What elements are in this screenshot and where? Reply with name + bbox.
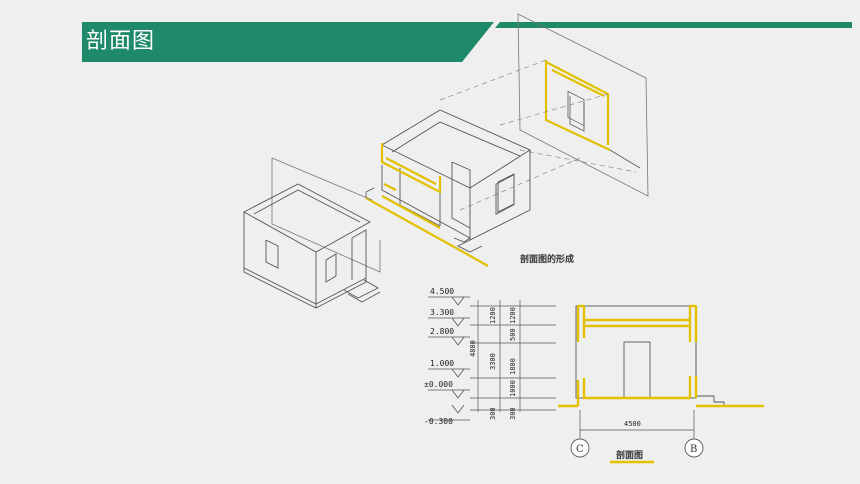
svg-text:±0.000: ±0.000: [424, 380, 453, 389]
section-plane-profile: [544, 60, 611, 151]
page-title: 剖面图: [86, 29, 156, 54]
axis-b-bubble: [684, 438, 704, 458]
svg-text:3.300: 3.300: [430, 308, 454, 317]
level-labels: 4.500 3.300 2.800 1.000 ±0.000 -0.300: [424, 287, 454, 426]
dimension-values: 4800 1200 3300 300 1200 500 1800 1000 30…: [469, 307, 517, 420]
svg-text:4800: 4800: [469, 340, 477, 357]
svg-text:1.000: 1.000: [430, 359, 454, 368]
cut-building-section: [365, 143, 489, 267]
axis-bubbles: [570, 438, 704, 458]
svg-text:4.500: 4.500: [430, 287, 454, 296]
cut-building: [381, 109, 531, 253]
section-span-dimension: [579, 410, 695, 438]
axis-c-bubble: [570, 438, 590, 458]
section-caption: 剖面图: [616, 449, 643, 461]
whole-building: [243, 183, 381, 309]
axis-right-label: B: [690, 444, 697, 455]
dimension-lines: [470, 300, 556, 412]
formation-caption: 剖面图的形成: [520, 253, 574, 265]
svg-text:300: 300: [509, 407, 517, 420]
whole-building-plane: [271, 157, 381, 273]
span-dimension: 4500: [624, 420, 641, 428]
svg-text:2.800: 2.800: [430, 327, 454, 336]
section-plane: [517, 13, 649, 197]
svg-text:1000: 1000: [509, 380, 517, 397]
svg-text:1800: 1800: [509, 358, 517, 375]
svg-text:-0.300: -0.300: [424, 417, 453, 426]
projection-lines: [439, 59, 637, 211]
svg-text:1200: 1200: [489, 307, 497, 324]
svg-text:500: 500: [509, 328, 517, 341]
section-cut-lines: [558, 304, 764, 464]
svg-text:1200: 1200: [509, 307, 517, 324]
svg-text:3300: 3300: [489, 353, 497, 370]
svg-text:300: 300: [489, 407, 497, 420]
header-banner: [82, 22, 852, 62]
level-marks: [428, 296, 470, 421]
axis-left-label: C: [576, 444, 584, 455]
